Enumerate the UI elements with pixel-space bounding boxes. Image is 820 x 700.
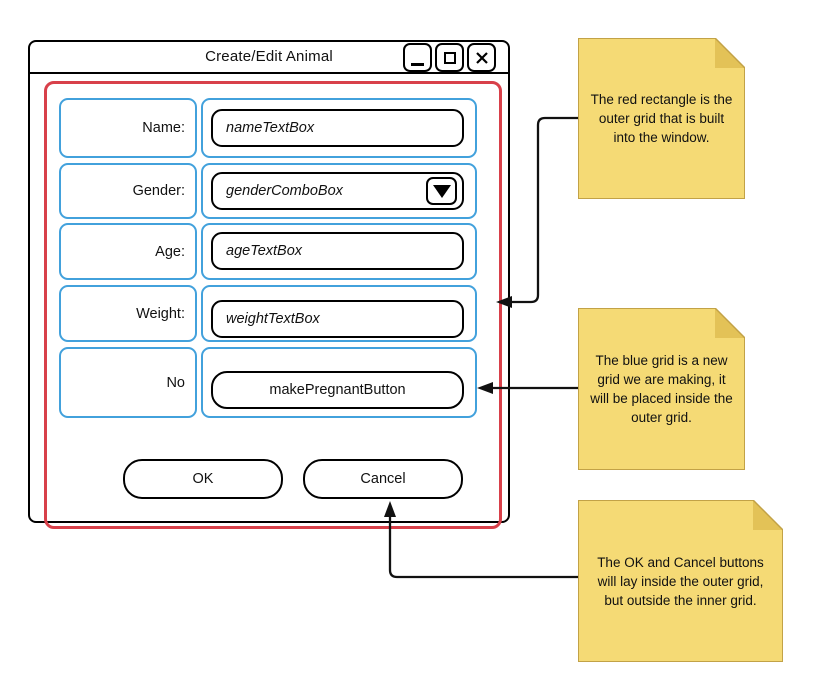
note-text: The red rectangle is the outer grid that… — [590, 92, 733, 145]
make-pregnant-button[interactable]: makePregnantButton — [211, 371, 464, 409]
row-gender-label-cell: Gender: — [59, 163, 197, 219]
name-label: Name: — [142, 120, 185, 136]
note-fold-icon — [715, 308, 745, 338]
minimize-button[interactable] — [403, 43, 432, 72]
chevron-down-icon — [432, 184, 451, 198]
note-body: The OK and Cancel buttons will lay insid… — [578, 500, 783, 662]
ok-button-label: OK — [192, 471, 214, 487]
age-textbox[interactable]: ageTextBox — [211, 232, 464, 270]
window-titlebar[interactable]: Create/Edit Animal — [28, 40, 510, 74]
maximize-button[interactable] — [435, 43, 464, 72]
age-label: Age: — [155, 243, 185, 260]
note-fold-icon — [753, 500, 783, 530]
window-title: Create/Edit Animal — [205, 47, 333, 65]
note-text: The OK and Cancel buttons will lay insid… — [597, 554, 764, 608]
cancel-button-label: Cancel — [360, 471, 406, 487]
note-text: The blue grid is a new grid we are makin… — [590, 353, 733, 425]
row-age-label-cell: Age: — [59, 223, 197, 280]
gender-combobox[interactable]: genderComboBox — [211, 172, 464, 210]
weight-textbox[interactable]: weightTextBox — [211, 300, 464, 338]
note-fold-icon — [715, 38, 745, 68]
name-textbox[interactable]: nameTextBox — [211, 109, 464, 147]
weight-textbox-text: weightTextBox — [226, 311, 320, 327]
name-textbox-text: nameTextBox — [226, 120, 315, 136]
sticky-note-buttons: The OK and Cancel buttons will lay insid… — [578, 500, 783, 662]
close-button[interactable] — [467, 43, 496, 72]
row-weight-label-cell: Weight: — [59, 285, 197, 342]
cancel-button[interactable]: Cancel — [303, 459, 463, 499]
dropdown-arrow-button[interactable] — [426, 177, 457, 205]
close-icon — [475, 51, 488, 64]
row-pregnant-label-cell: No — [59, 347, 197, 418]
minimize-icon — [411, 63, 424, 66]
age-textbox-text: ageTextBox — [226, 243, 303, 259]
make-pregnant-button-label: makePregnantButton — [269, 382, 406, 398]
window-controls — [403, 43, 496, 72]
weight-label: Weight: — [136, 305, 185, 322]
maximize-icon — [443, 51, 456, 64]
row-name-label-cell: Name: — [59, 98, 197, 158]
gender-label: Gender: — [132, 183, 185, 199]
sticky-note-inner-grid: The blue grid is a new grid we are makin… — [578, 308, 745, 470]
ok-button[interactable]: OK — [123, 459, 283, 499]
pregnant-status-label: No — [166, 374, 185, 391]
gender-combobox-text: genderComboBox — [226, 183, 343, 199]
sticky-note-outer-grid: The red rectangle is the outer grid that… — [578, 38, 745, 199]
